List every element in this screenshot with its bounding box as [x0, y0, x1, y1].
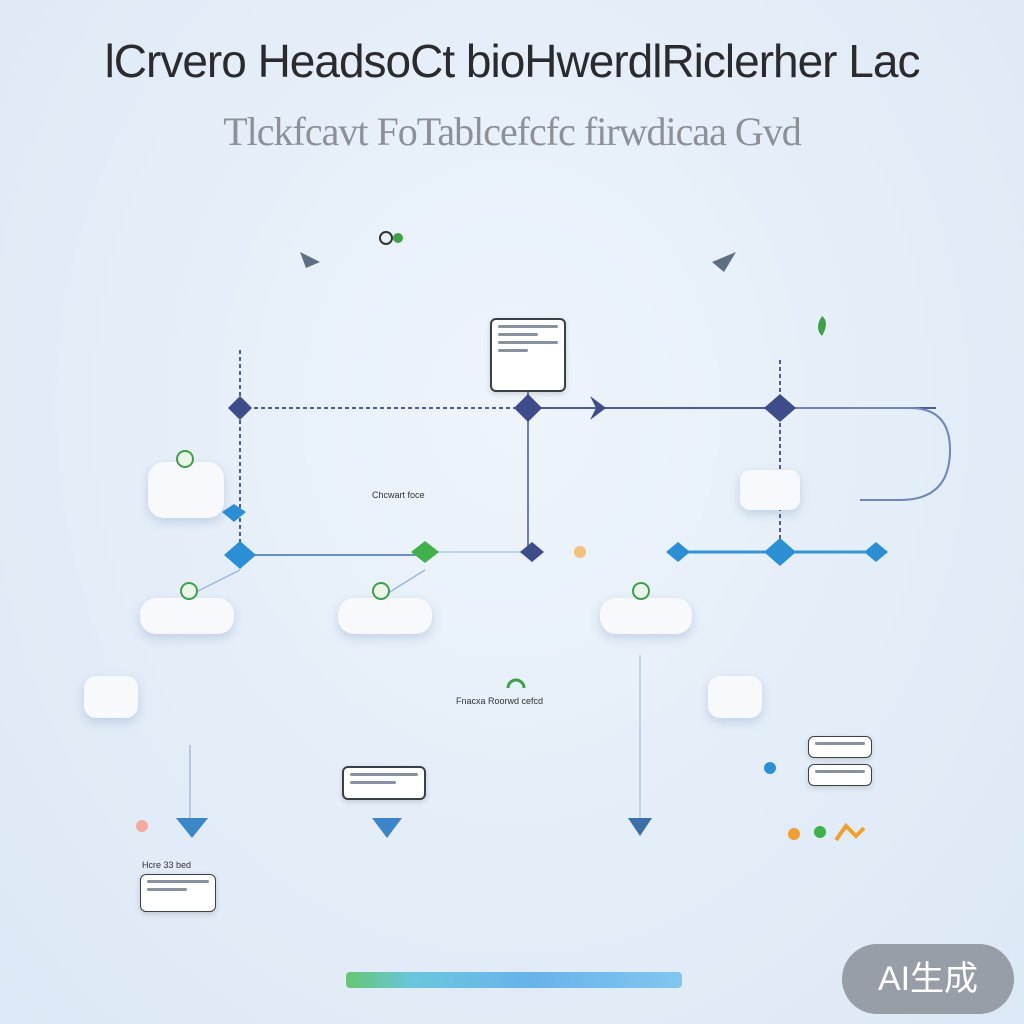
eye-node-right[interactable] — [708, 676, 762, 718]
dot-icon — [814, 826, 826, 838]
chat-bubble-node-lower-left[interactable] — [140, 598, 234, 634]
leaf-icon — [818, 316, 826, 336]
diamond-node-mid-right-b — [764, 538, 796, 566]
dot-icon — [574, 546, 586, 558]
arrow-down-icon — [372, 818, 402, 838]
leaf-icon — [393, 233, 403, 243]
bottom-left-card[interactable] — [140, 874, 216, 912]
chat-bubble-node-lower-right[interactable] — [600, 598, 692, 634]
ai-generated-badge: AI生成 — [842, 944, 1014, 1014]
diamond-node-mid-right-a — [666, 542, 690, 562]
hub-node-right[interactable] — [740, 470, 800, 510]
chat-bubble-node-left[interactable] — [148, 462, 224, 518]
dot-icon — [136, 820, 148, 832]
connector-down-left — [189, 569, 241, 596]
diamond-node-mid-center-right — [520, 542, 544, 562]
right-list-card-2[interactable] — [808, 764, 872, 786]
target-icon — [632, 582, 650, 600]
diamond-node-top-left — [228, 396, 252, 420]
server-card-node[interactable] — [490, 318, 566, 392]
progress-bar — [346, 972, 682, 988]
bird-icon — [712, 252, 736, 272]
diamond-node-top-right — [764, 394, 796, 422]
dot-icon — [834, 822, 866, 842]
node-label-bottom-center: Fnacxa Roorwd cefcd — [456, 696, 544, 706]
dot-icon — [764, 762, 776, 774]
bird-icon — [300, 252, 320, 268]
diamond-node-mid-right-c — [864, 542, 888, 562]
right-list-card-1[interactable] — [808, 736, 872, 758]
diamond-node-mid-center — [411, 541, 439, 563]
arrow-down-icon — [176, 818, 208, 838]
arrow-right-icon — [590, 396, 606, 420]
diagram-title: lCrvero HeadsoCt bioHwerdlRiclerher Lac — [104, 35, 921, 87]
dot-icon — [788, 828, 800, 840]
node-label-bottom-left: Hcre 33 bed — [142, 860, 192, 870]
target-icon — [180, 582, 198, 600]
connector-loop — [780, 407, 952, 501]
monitor-card-node[interactable] — [342, 766, 426, 800]
chat-bubble-node-lower-center[interactable] — [338, 598, 432, 634]
diamond-node-top-center — [514, 394, 542, 422]
leaf-icon — [379, 231, 393, 245]
connector-down-center — [384, 569, 426, 596]
eye-node-left[interactable] — [84, 676, 138, 718]
target-icon — [372, 582, 390, 600]
arrow-down-icon — [628, 818, 652, 836]
node-label-center: Chcwart foce — [372, 490, 425, 500]
target-icon — [176, 450, 194, 468]
diamond-node-left-small — [222, 504, 246, 522]
diamond-node-mid-left — [224, 541, 256, 569]
diagram-subtitle: Tlckfcavt FoTablcefcfc firwdicaa Gvd — [223, 109, 802, 154]
person-icon — [506, 678, 526, 689]
